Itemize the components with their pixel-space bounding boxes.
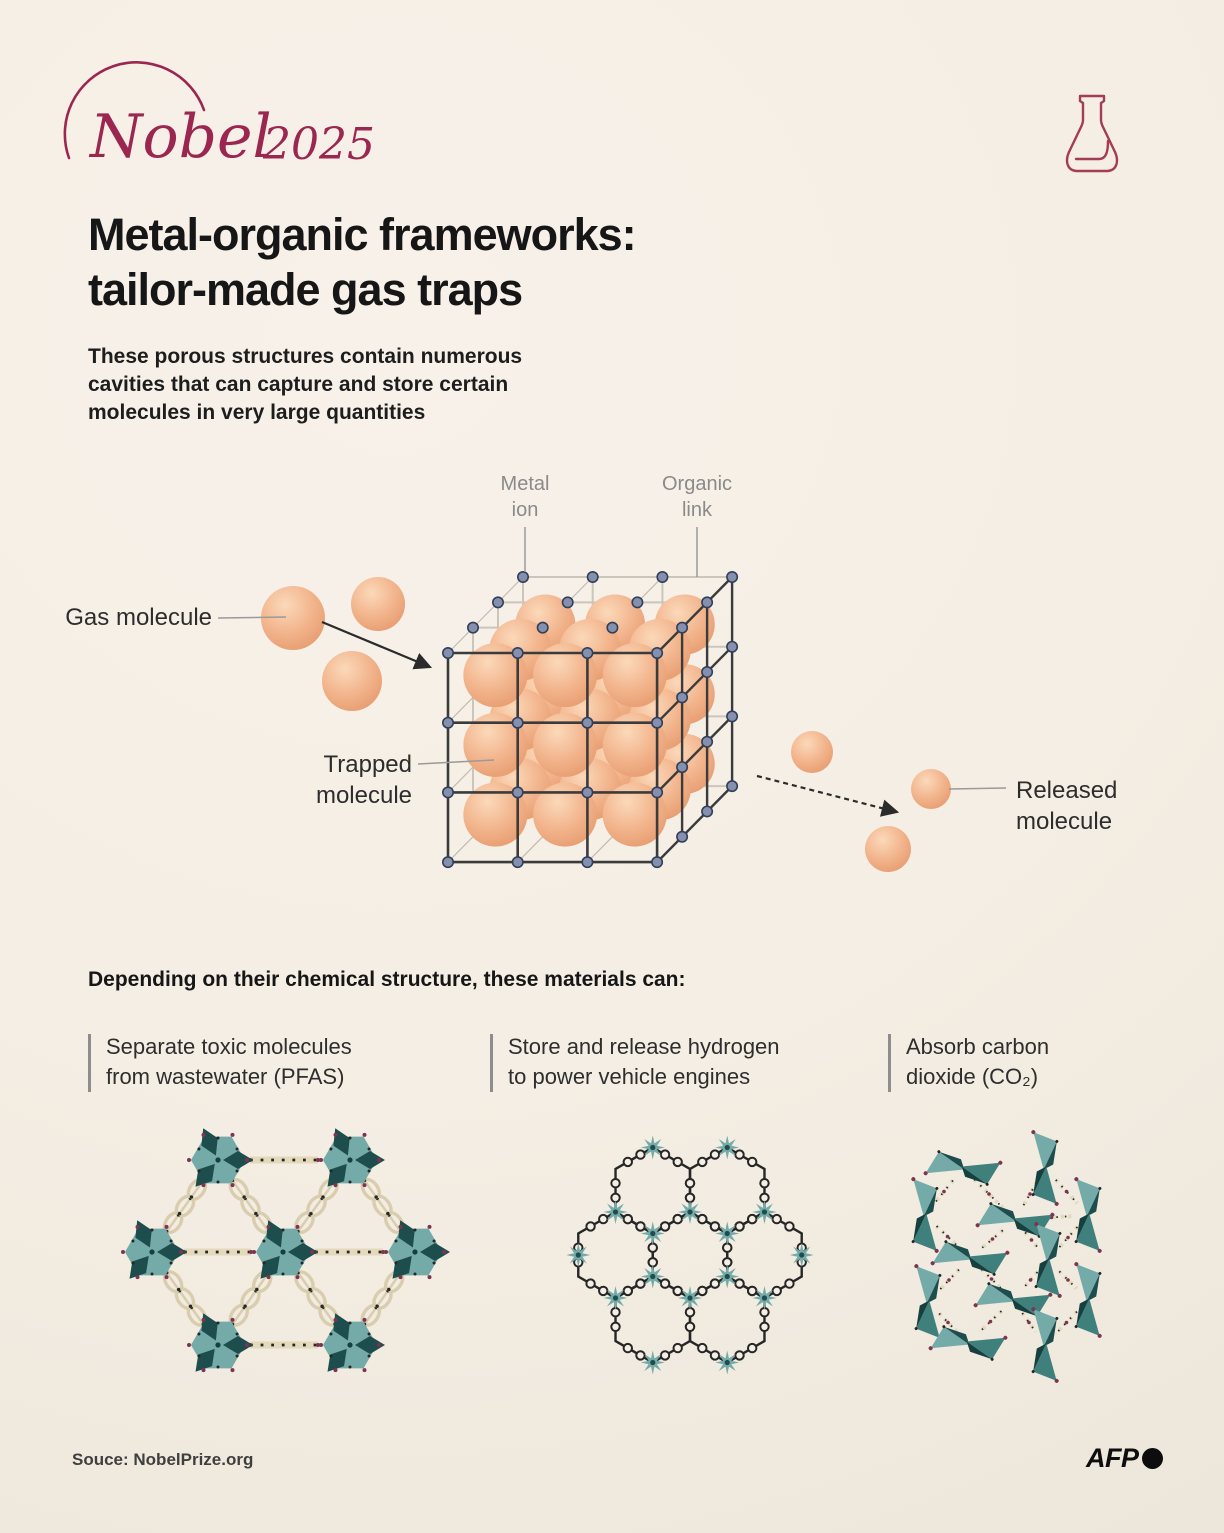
- trapped-molecule-label: Trapped molecule: [315, 751, 412, 809]
- nobel-year: 2025: [263, 119, 375, 170]
- pfas-structure-illustration: [121, 1128, 450, 1373]
- afp-logo: AFP: [1086, 1443, 1163, 1474]
- nobel-arc-icon: [63, 61, 206, 160]
- capability-divider-bar: [490, 1034, 493, 1092]
- capability-divider-bar: [888, 1034, 891, 1092]
- co2-structure-illustration: [911, 1130, 1102, 1383]
- subtitle-line3: molecules in very large quantities: [88, 401, 426, 425]
- afp-globe-icon: [1141, 1448, 1163, 1469]
- erlenmeyer-flask-icon: [1065, 94, 1119, 173]
- section-heading: Depending on their chemical structure, t…: [88, 968, 686, 991]
- page-title-line1: Metal-organic frameworks:: [88, 209, 637, 260]
- page-title-line2: tailor-made gas traps: [88, 263, 523, 315]
- hydrogen-structure-illustration: [566, 1135, 814, 1375]
- organic-link-label: Organic link: [661, 473, 733, 521]
- afp-logo-text: AFP: [1086, 1443, 1139, 1473]
- capability-divider-bar: [88, 1034, 91, 1092]
- metal-ion-label: Metal ion: [500, 473, 550, 521]
- source-credit: Souce: NobelPrize.org: [72, 1450, 254, 1469]
- subtitle-line2: cavities that can capture and store cert…: [88, 373, 509, 397]
- page-title: Metal-organic frameworks: tailor-made ga…: [88, 208, 637, 318]
- gas-molecule-label: Gas molecule: [65, 604, 212, 631]
- nobel-wordmark: Nobel: [90, 102, 272, 172]
- released-molecule-label: Released molecule: [1016, 777, 1118, 835]
- page-subtitle: These porous structures contain numerous…: [88, 343, 522, 427]
- mof-lattice-illustration: [217, 527, 1007, 872]
- capability-co2-label: Absorb carbon dioxide (CO₂): [906, 1034, 1050, 1089]
- capability-pfas-label: Separate toxic molecules from wastewater…: [106, 1034, 352, 1089]
- capability-hydrogen-label: Store and release hydrogen to power vehi…: [508, 1034, 780, 1089]
- subtitle-line1: These porous structures contain numerous: [88, 345, 523, 368]
